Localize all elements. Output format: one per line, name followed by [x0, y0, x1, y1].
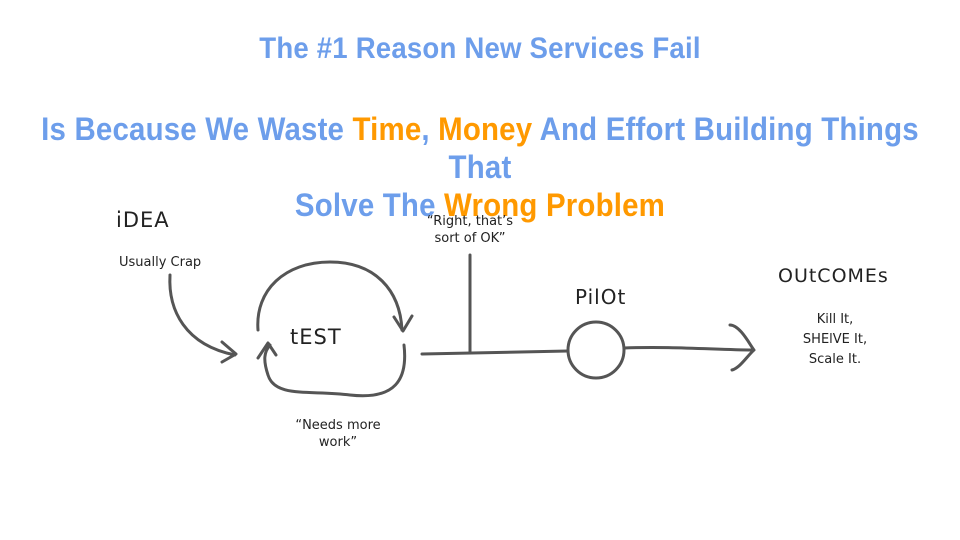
outcome-shelve: SHElVE It,	[802, 332, 868, 347]
pilot-to-outcomes-line	[622, 345, 754, 352]
pilot-label: PilOt	[575, 285, 627, 309]
highlight-time: Time	[352, 111, 422, 147]
idea-note: Usually Crap	[119, 255, 202, 270]
slide-title: The #1 Reason New Services Fail	[259, 32, 701, 65]
highlight-wrong-problem: Wrong Problem	[444, 187, 666, 223]
highlight-money: Money	[438, 111, 533, 147]
needs-work-quote: “Needs more work”	[295, 418, 381, 450]
slide-subtitle: Is Because We Waste Time, Money And Effo…	[41, 111, 919, 223]
outcomes-label: OUtCOMEs	[778, 265, 889, 287]
outcomes-list: Kill It, SHElVE It, Scale It.	[780, 310, 890, 370]
outcome-scale: Scale It.	[808, 352, 862, 367]
idea-label: iDEA	[116, 208, 170, 232]
test-loop-bottom-arrowhead	[256, 341, 278, 360]
pilot-circle	[566, 320, 626, 380]
test-loop-bottom-arc	[263, 343, 407, 398]
test-loop-top-arc	[256, 260, 404, 332]
test-to-pilot-line	[420, 349, 570, 356]
outcomes-arrowhead	[728, 323, 756, 372]
idea-to-test-arrow	[168, 273, 237, 357]
test-loop-top-arrowhead	[392, 314, 414, 333]
ok-quote: “Right, that’s sort of OK”	[426, 214, 514, 246]
idea-arrowhead	[220, 340, 238, 364]
outcome-kill: Kill It,	[816, 312, 854, 327]
test-label: tEST	[290, 325, 342, 349]
